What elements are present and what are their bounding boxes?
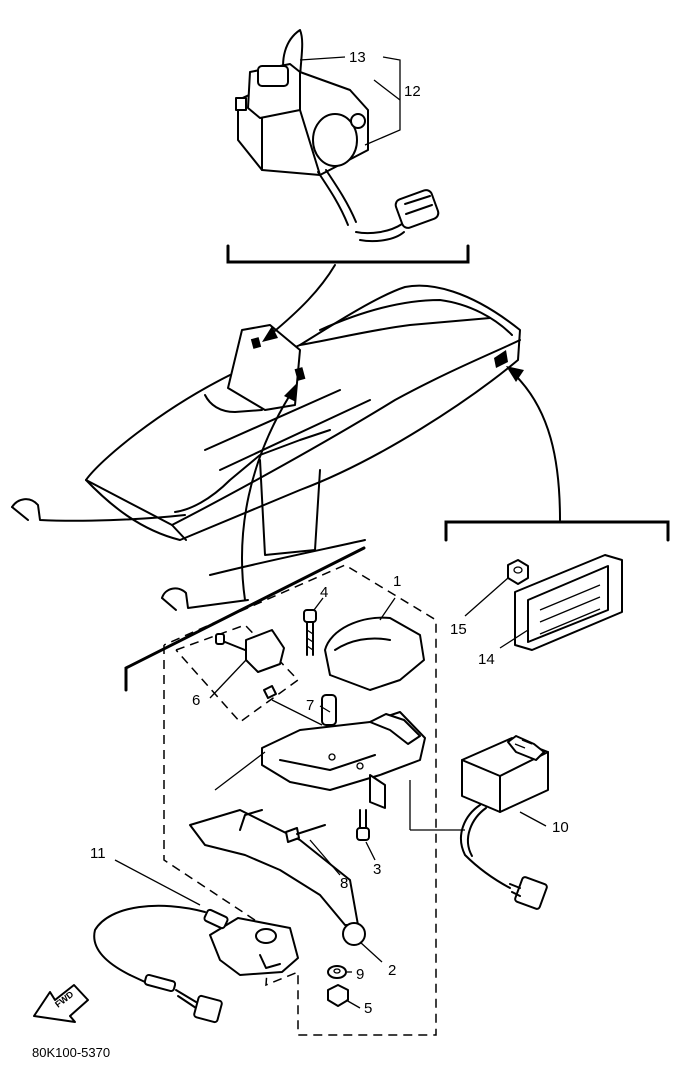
leader-lines (114, 56, 547, 1009)
callout-11: 11 (90, 845, 106, 862)
snowmobile-body (11, 284, 521, 611)
callout-5: 5 (364, 1000, 372, 1017)
assembly-box-1 (163, 564, 437, 1036)
callout-10: 10 (552, 819, 569, 836)
pointer-arrows (241, 264, 561, 601)
callout-13: 13 (349, 49, 366, 66)
lower-left-bracket (124, 546, 366, 692)
screw-3 (356, 809, 370, 841)
washer-9 (327, 965, 347, 979)
throttle-housing (261, 711, 426, 809)
cable-lead-lines (214, 751, 465, 831)
forward-arrow-icon: FWD (33, 984, 89, 1023)
throttle-lever-2 (189, 809, 366, 946)
callout-6: 6 (192, 692, 200, 709)
nut-5 (327, 984, 349, 1007)
right-bracket (444, 520, 670, 542)
callout-1: 1 (393, 573, 401, 590)
callout-3: 3 (373, 861, 381, 878)
tail-light-14 (514, 554, 623, 651)
upper-bracket (226, 244, 470, 264)
callout-14: 14 (478, 651, 495, 668)
throttle-sensor-11 (93, 904, 299, 1024)
throttle-cover (324, 616, 425, 691)
callout-8: 8 (340, 875, 348, 892)
callout-2: 2 (388, 962, 396, 979)
screw-8 (285, 824, 326, 843)
nut-15 (507, 559, 529, 585)
mounting-screw-4 (303, 609, 317, 656)
callout-9: 9 (356, 966, 364, 983)
relay-unit-10 (460, 735, 549, 910)
figure-code: 80K100-5370 (32, 1045, 110, 1060)
callout-7: 7 (306, 697, 314, 714)
callout-15: 15 (450, 621, 467, 638)
handlebar-switch-assembly (235, 29, 440, 243)
callout-4: 4 (320, 584, 328, 601)
callout-12: 12 (404, 83, 421, 100)
